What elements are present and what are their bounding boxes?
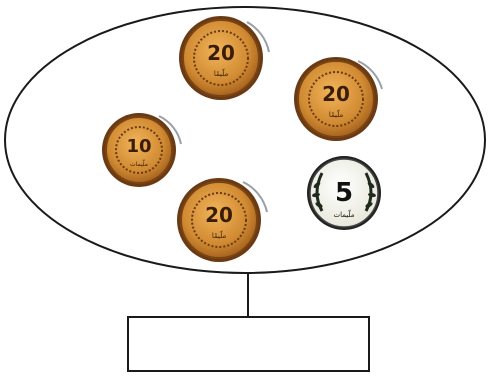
answer-box[interactable] <box>127 316 370 372</box>
svg-text:ملّيمات: ملّيمات <box>130 159 148 168</box>
svg-text:ملّيمًا: ملّيمًا <box>214 67 229 78</box>
svg-text:ملّيمًا: ملّيمًا <box>212 229 227 240</box>
coin-20-right: 20 ملّيمًا <box>294 57 382 141</box>
coin-5: 5 ملّيمات <box>307 156 381 230</box>
svg-text:ملّيمات: ملّيمات <box>334 208 355 219</box>
coin-10-left: 10 ملّيمات <box>102 113 181 187</box>
coin-value-label: 10 <box>126 136 151 157</box>
coin-20-bottom: 20 ملّيمًا <box>177 178 267 262</box>
coin-20-top: 20 ملّيمًا <box>179 16 269 100</box>
coin-value-label: 20 <box>207 41 235 65</box>
coin-value-label: 5 <box>335 178 353 208</box>
svg-text:ملّيمًا: ملّيمًا <box>329 108 344 119</box>
coin-value-label: 20 <box>205 203 233 227</box>
coin-value-label: 20 <box>322 82 350 106</box>
